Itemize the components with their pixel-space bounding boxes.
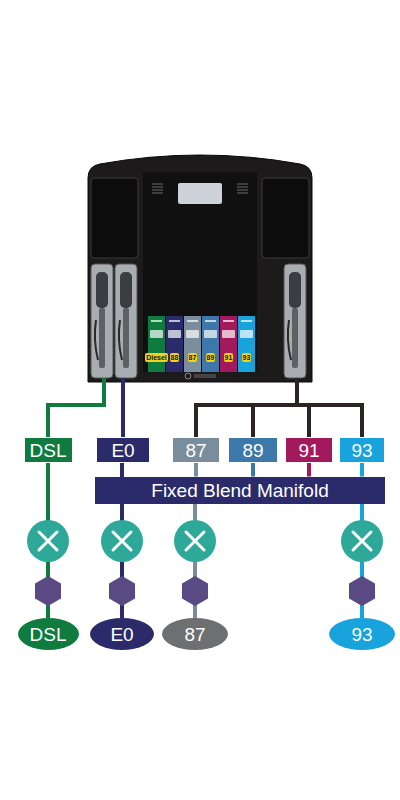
grade-label: DSL	[30, 441, 67, 460]
valve-symbol	[101, 520, 143, 562]
valve-symbol	[174, 520, 216, 562]
pump-symbol	[182, 576, 208, 606]
pipe-connector	[360, 463, 364, 477]
tank-label: DSL	[30, 625, 67, 644]
brand-logo	[185, 373, 191, 379]
grade-box: 93	[339, 437, 385, 463]
pipe-connector	[194, 463, 198, 477]
grade-label: E0	[111, 441, 134, 460]
grade-tag: 88	[170, 353, 180, 362]
pump-symbol	[109, 576, 135, 606]
blend-bus-line	[194, 378, 364, 437]
tank-label: 87	[184, 625, 205, 644]
e0-feed-line	[121, 378, 125, 437]
nozzle	[115, 264, 137, 378]
grade-tag: 89	[206, 353, 216, 362]
pipe-connector	[307, 463, 311, 477]
nozzle	[91, 264, 113, 378]
pump-symbol	[35, 576, 61, 606]
tank-oval: DSL	[18, 618, 79, 650]
pipe-connector	[251, 463, 255, 477]
valve-symbol	[27, 520, 69, 562]
manifold-band: Fixed Blend Manifold	[95, 477, 385, 504]
tank-oval: 93	[329, 618, 395, 650]
display-screen	[178, 183, 222, 204]
upper-window	[262, 178, 309, 258]
valve-symbol	[341, 520, 383, 562]
grade-box: 87	[172, 437, 220, 463]
grade-label: 93	[351, 441, 372, 460]
upper-window	[91, 178, 138, 258]
display-panel	[143, 172, 257, 372]
tank-oval: 87	[162, 618, 228, 650]
diesel-feed-line	[48, 378, 104, 437]
grade-tag: 93	[242, 353, 252, 362]
tank-label: E0	[110, 625, 133, 644]
product-box: DSL	[24, 437, 73, 463]
pump-symbol	[349, 576, 375, 606]
tank-label: 93	[351, 625, 372, 644]
grade-tag: 91	[224, 353, 234, 362]
nozzle	[284, 264, 306, 378]
grade-label: 89	[242, 441, 263, 460]
grade-box: 91	[285, 437, 333, 463]
product-box: E0	[96, 437, 150, 463]
grade-tag: Diesel	[145, 353, 168, 362]
grade-label: 91	[298, 441, 319, 460]
grade-box: 89	[228, 437, 278, 463]
tank-oval: E0	[90, 618, 154, 650]
dispenser-housing	[88, 155, 312, 382]
grade-tag: 87	[188, 353, 198, 362]
grade-buttons	[148, 316, 255, 372]
grade-label: 87	[185, 441, 206, 460]
brand-mark	[194, 374, 216, 378]
speaker-grille	[152, 184, 248, 193]
manifold-label: Fixed Blend Manifold	[151, 481, 328, 500]
